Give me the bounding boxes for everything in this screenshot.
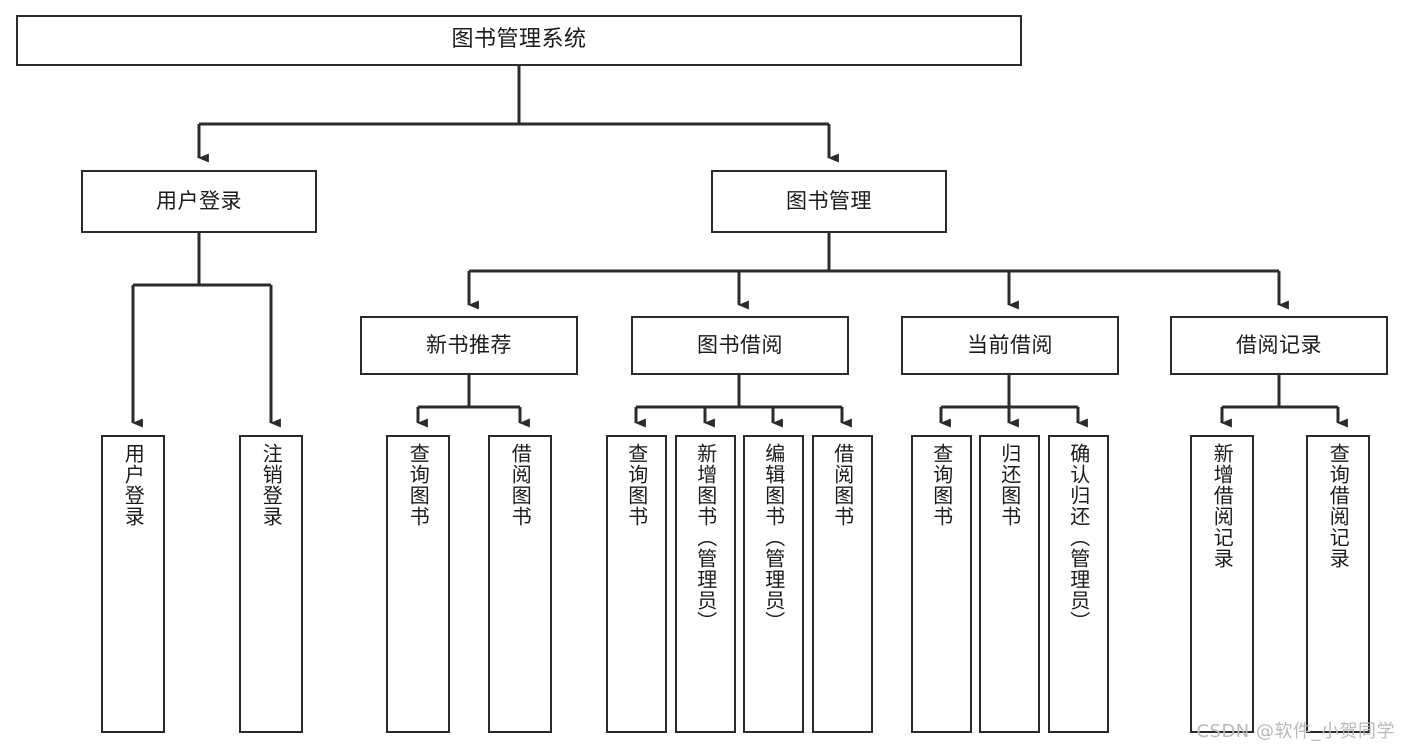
node-leaf-query-book-2[interactable]: 查询图书: [606, 435, 667, 733]
node-leaf-query-book-2-label: 查询图书: [624, 443, 649, 527]
node-leaf-add-record-label: 新增借阅记录: [1210, 443, 1235, 569]
node-leaf-query-book-3-label: 查询图书: [929, 443, 954, 527]
node-leaf-confirm-return-label: 确认归还（管理员）: [1066, 443, 1091, 632]
node-leaf-user-login-label: 用户登录: [121, 443, 146, 527]
node-current-borrow-label: 当前借阅: [967, 332, 1053, 357]
node-leaf-edit-book[interactable]: 编辑图书（管理员）: [743, 435, 804, 733]
node-leaf-add-book-label: 新增图书（管理员）: [693, 443, 718, 632]
node-book-manage[interactable]: 图书管理: [711, 170, 947, 233]
watermark-text: CSDN @软件_小贺同学: [1196, 721, 1395, 742]
node-root[interactable]: 图书管理系统: [16, 15, 1022, 66]
node-leaf-add-book[interactable]: 新增图书（管理员）: [675, 435, 736, 733]
node-leaf-user-login[interactable]: 用户登录: [101, 435, 165, 733]
node-leaf-borrow-book-1-label: 借阅图书: [508, 443, 533, 527]
node-borrow-record-label: 借阅记录: [1236, 332, 1322, 357]
node-leaf-query-record-label: 查询借阅记录: [1326, 443, 1351, 569]
node-leaf-logout[interactable]: 注销登录: [239, 435, 303, 733]
node-leaf-return-book[interactable]: 归还图书: [979, 435, 1040, 733]
node-leaf-confirm-return[interactable]: 确认归还（管理员）: [1048, 435, 1109, 733]
node-leaf-query-book-1[interactable]: 查询图书: [386, 435, 450, 733]
node-leaf-logout-label: 注销登录: [259, 443, 284, 527]
node-book-manage-label: 图书管理: [786, 188, 872, 213]
node-root-label: 图书管理系统: [451, 27, 587, 53]
node-current-borrow[interactable]: 当前借阅: [901, 316, 1119, 375]
node-leaf-add-record[interactable]: 新增借阅记录: [1190, 435, 1254, 733]
node-user-login[interactable]: 用户登录: [81, 170, 317, 233]
node-leaf-query-book-3[interactable]: 查询图书: [911, 435, 972, 733]
node-borrow-record[interactable]: 借阅记录: [1170, 316, 1388, 375]
node-leaf-edit-book-label: 编辑图书（管理员）: [761, 443, 786, 632]
node-leaf-borrow-book-2-label: 借阅图书: [830, 443, 855, 527]
node-leaf-borrow-book-1[interactable]: 借阅图书: [488, 435, 552, 733]
node-leaf-query-book-1-label: 查询图书: [406, 443, 431, 527]
node-book-borrow-label: 图书借阅: [697, 332, 783, 357]
node-leaf-borrow-book-2[interactable]: 借阅图书: [812, 435, 873, 733]
node-book-borrow[interactable]: 图书借阅: [631, 316, 849, 375]
node-user-login-label: 用户登录: [156, 188, 242, 213]
node-leaf-query-record[interactable]: 查询借阅记录: [1306, 435, 1370, 733]
node-new-book-recommend[interactable]: 新书推荐: [360, 316, 578, 375]
node-leaf-return-book-label: 归还图书: [997, 443, 1022, 527]
node-new-book-recommend-label: 新书推荐: [426, 332, 512, 357]
